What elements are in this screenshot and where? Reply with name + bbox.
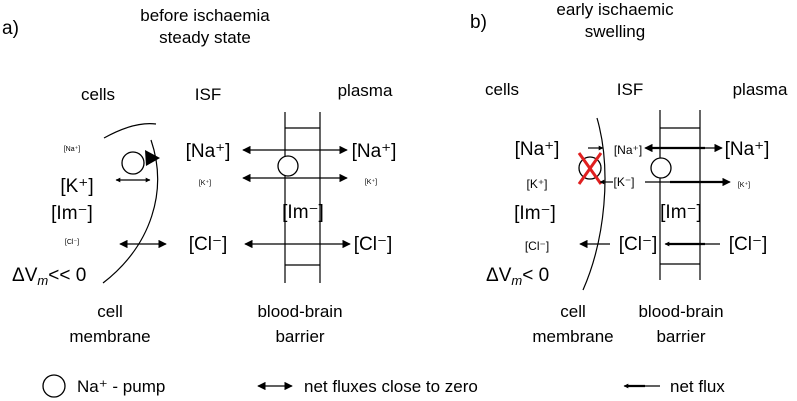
panel-a-cells-im: [Im⁻] [51,203,93,224]
panel-a-pump-arrowhead-icon [145,150,160,166]
panel-a-cell-pump-icon [121,151,145,175]
panel-a-blood-brain-barrier [284,112,321,283]
panel-b-cell-membrane [582,117,606,291]
panel-a-bbb-pump-icon [277,155,299,177]
panel-b-cells-cl: [Cl⁻] [525,239,549,253]
panel-b-plasma-cl: [Cl⁻] [729,234,768,255]
panel-b-letter: b) [470,12,487,33]
panel-a-title-line2: steady state [159,28,251,47]
panel-b-cells-k: [K⁺] [526,177,547,191]
panel-a-membrane-label-line1: cell [97,302,123,321]
panel-b-isf-cl: [Cl⁻] [619,234,658,255]
panel-b-cells-na: [Na⁺] [515,139,560,160]
panel-a-cells-k: [K⁺] [60,176,93,197]
panel-b-bbb-label-line1: blood-brain [638,302,723,321]
legend-pump-label: Na⁺ - pump [77,377,165,396]
panel-a-header-cells: cells [81,85,115,104]
panel-b-title-line2: swelling [585,22,645,41]
panel-a-header-isf: ISF [195,85,221,104]
panel-b-bbb-pump-icon [650,157,672,179]
panel-a-cells-na: [Na⁺] [64,146,81,153]
panel-a-membrane-label-line2: membrane [69,327,150,346]
panel-a-membrane-top [103,123,157,139]
legend-net-flux-label: net flux [670,377,725,396]
panel-b: b) early ischaemic swelling cells ISF pl… [470,0,788,346]
legend-close-zero-label: net fluxes close to zero [304,377,478,396]
panel-b-plasma-na: [Na⁺] [725,139,770,160]
panel-b-membrane-label-line2: membrane [532,327,613,346]
panel-a-plasma-na: [Na⁺] [352,141,397,162]
panel-a-isf-k: [K⁺] [199,180,211,187]
panel-b-membrane-potential: ΔVm< 0 [486,265,549,288]
panel-a-isf-na: [Na⁺] [186,141,231,162]
panel-b-header-plasma: plasma [733,80,788,99]
panel-a-plasma-k: [K⁺] [365,179,377,186]
panel-b-membrane-label-line1: cell [560,302,586,321]
panel-a-header-plasma: plasma [338,81,393,100]
panel-a: a) before ischaemia steady state cells I… [2,6,396,346]
legend: Na⁺ - pump net fluxes close to zero net … [42,374,725,398]
panel-b-cells-im: [Im⁻] [514,203,556,224]
panel-b-title-line1: early ischaemic [556,0,674,19]
panel-b-header-isf: ISF [617,80,643,99]
panel-a-bbb-label-line1: blood-brain [257,302,342,321]
panel-b-blood-brain-barrier [659,110,701,280]
panel-b-isf-k: [K⁻] [613,175,634,189]
panel-a-cells-cl: [Cl⁻] [65,239,79,246]
panel-a-bbb-label-line2: barrier [275,327,324,346]
panel-a-title-line1: before ischaemia [140,6,270,25]
panel-a-letter: a) [2,18,19,39]
panel-a-membrane-potential: ΔVm<< 0 [12,265,86,288]
panel-a-plasma-im: [Im⁻] [282,202,324,223]
panel-b-header-cells: cells [485,80,519,99]
panel-a-isf-cl: [Cl⁻] [189,234,228,255]
panel-b-bbb-label-line2: barrier [656,327,705,346]
panel-b-plasma-im: [Im⁻] [660,202,702,223]
panel-b-isf-na: [Na⁺] [614,143,642,157]
panel-b-plasma-k: [K⁺] [738,182,750,189]
panel-a-plasma-cl: [Cl⁻] [354,234,393,255]
pump-failed-cross-icon [577,152,603,185]
legend-pump-icon [42,374,66,398]
